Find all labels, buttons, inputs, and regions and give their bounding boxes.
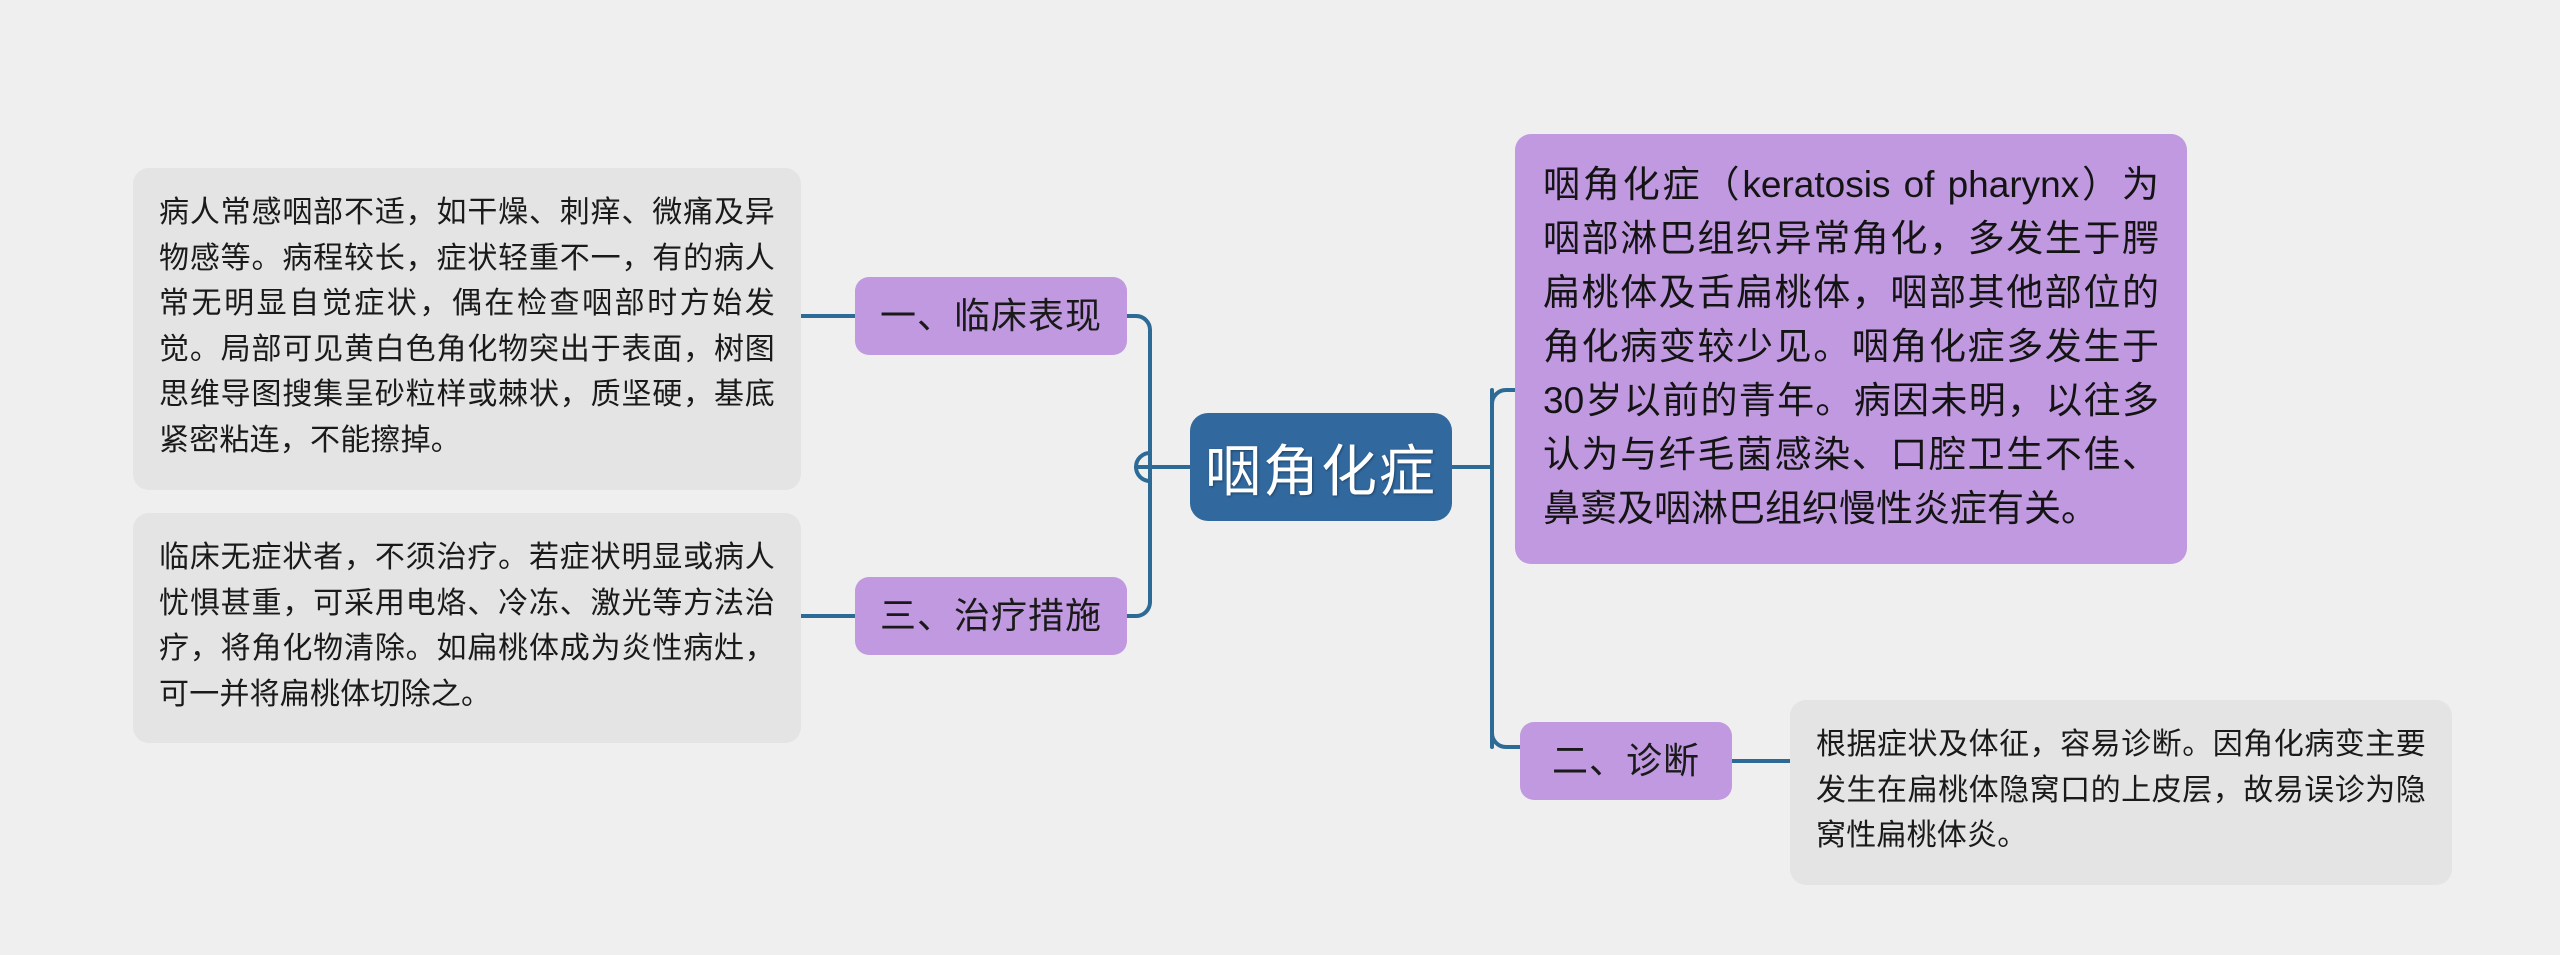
- branch-node-clinical[interactable]: 一、临床表现: [855, 277, 1127, 355]
- detail-box-diagnosis: 根据症状及体征，容易诊断。因角化病变主要发生在扁桃体隐窝口的上皮层，故易误诊为隐…: [1790, 700, 2452, 885]
- connector-left-trunk-lower: [1125, 465, 1152, 618]
- branch-label-diagnosis: 二、诊断: [1551, 740, 1700, 782]
- connector-right-overview: [1490, 388, 1517, 469]
- connector-left-trunk: [1125, 314, 1152, 469]
- branch-label-clinical: 一、临床表现: [879, 295, 1102, 337]
- detail-box-clinical: 病人常感咽部不适，如干燥、刺痒、微痛及异物感等。病程较长，症状轻重不一，有的病人…: [133, 168, 801, 490]
- overview-content-box: 咽角化症（keratosis of pharynx）为咽部淋巴组织异常角化，多发…: [1515, 134, 2187, 565]
- branch-node-treatment[interactable]: 三、治疗措施: [855, 577, 1127, 655]
- branch-node-diagnosis[interactable]: 二、诊断: [1520, 722, 1732, 800]
- root-node[interactable]: 咽角化症: [1190, 413, 1452, 521]
- branch-label-treatment: 三、治疗措施: [879, 595, 1102, 637]
- detail-box-treatment: 临床无症状者，不须治疗。若症状明显或病人忧惧甚重，可采用电烙、冷冻、激光等方法治…: [133, 513, 801, 744]
- root-node-label: 咽角化症: [1205, 439, 1437, 503]
